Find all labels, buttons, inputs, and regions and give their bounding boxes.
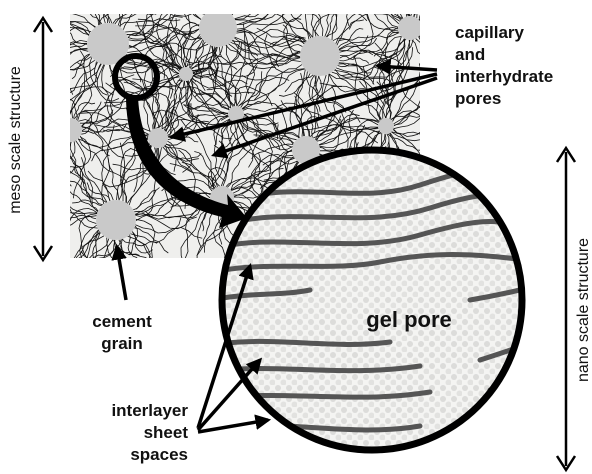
hydrate-fiber <box>190 0 212 10</box>
hydrate-fiber <box>408 0 424 16</box>
hydrate-fiber <box>43 137 60 216</box>
hydrate-fiber <box>206 0 251 11</box>
hydrate-fiber <box>213 0 229 9</box>
hydrate-fiber <box>399 0 408 16</box>
hydrate-fiber <box>156 0 217 9</box>
hydrate-fiber <box>411 0 471 16</box>
gel-pore-label: gel pore <box>366 307 452 332</box>
hydrate-fiber <box>180 0 208 12</box>
cement-grain <box>96 200 136 240</box>
hydrate-fiber <box>47 135 64 203</box>
hydrate-fiber <box>44 95 61 123</box>
hydrate-fiber <box>22 110 59 124</box>
cement-grain <box>398 16 422 40</box>
hydrate-fiber <box>160 0 216 9</box>
capillary-label-line1: capillary <box>455 23 525 42</box>
cement-grain <box>58 118 82 142</box>
cement-grain <box>148 128 168 148</box>
hydrate-fiber <box>30 83 63 121</box>
hydrate-fiber <box>421 0 437 24</box>
cement-grain <box>378 118 394 134</box>
hydrate-fiber <box>170 7 205 15</box>
hydrate-fiber <box>419 0 439 20</box>
hydrate-fiber <box>222 0 234 10</box>
interlayer-label: interlayer sheet spaces <box>111 401 188 464</box>
capillary-label-line2: and <box>455 45 485 64</box>
meso-scale-label: meso scale structure <box>7 66 24 214</box>
hydrate-fiber <box>232 0 258 15</box>
cement-grain-label: cement grain <box>92 312 152 353</box>
hydrate-fiber <box>413 0 428 17</box>
interlayer-arrow-3 <box>198 420 268 432</box>
hydrate-fiber <box>407 0 416 16</box>
hydrate-fiber <box>419 36 436 60</box>
hydrate-fiber <box>36 90 59 125</box>
cement-grain <box>199 9 237 47</box>
hydrate-fiber <box>230 0 262 13</box>
nano-scale-label: nano scale structure <box>575 238 592 382</box>
hydrate-fiber <box>214 0 234 13</box>
hydrate-fiber <box>155 0 216 9</box>
cement-label-line1: cement <box>92 312 152 331</box>
hydrate-fiber <box>27 116 63 134</box>
hydrate-fiber <box>230 0 254 13</box>
hydrate-fiber <box>208 0 221 9</box>
hydrate-fiber <box>419 0 440 20</box>
nano-scale-double-arrow-icon <box>557 148 575 470</box>
cement-label-line2: grain <box>101 334 143 353</box>
capillary-label: capillary and interhydrate pores <box>455 23 553 108</box>
hydrate-fiber <box>205 0 224 14</box>
cement-grain <box>300 36 340 76</box>
interlayer-label-line1: interlayer <box>111 401 188 420</box>
meso-scale-double-arrow-icon <box>34 18 52 260</box>
hydrate-fiber <box>53 142 69 171</box>
hydrate-fiber <box>29 138 62 178</box>
cement-grain <box>179 67 193 81</box>
hydrate-fiber <box>422 29 452 40</box>
hydrate-fiber <box>421 32 440 54</box>
hydrate-fiber <box>144 0 207 13</box>
interlayer-label-line2: sheet <box>144 423 189 442</box>
capillary-label-line3: interhydrate <box>455 67 553 86</box>
capillary-label-line4: pores <box>455 89 501 108</box>
hydrate-fiber <box>360 0 409 16</box>
hydrate-fiber <box>178 0 217 9</box>
interlayer-label-line3: spaces <box>130 445 188 464</box>
hydrate-fiber <box>36 71 66 119</box>
